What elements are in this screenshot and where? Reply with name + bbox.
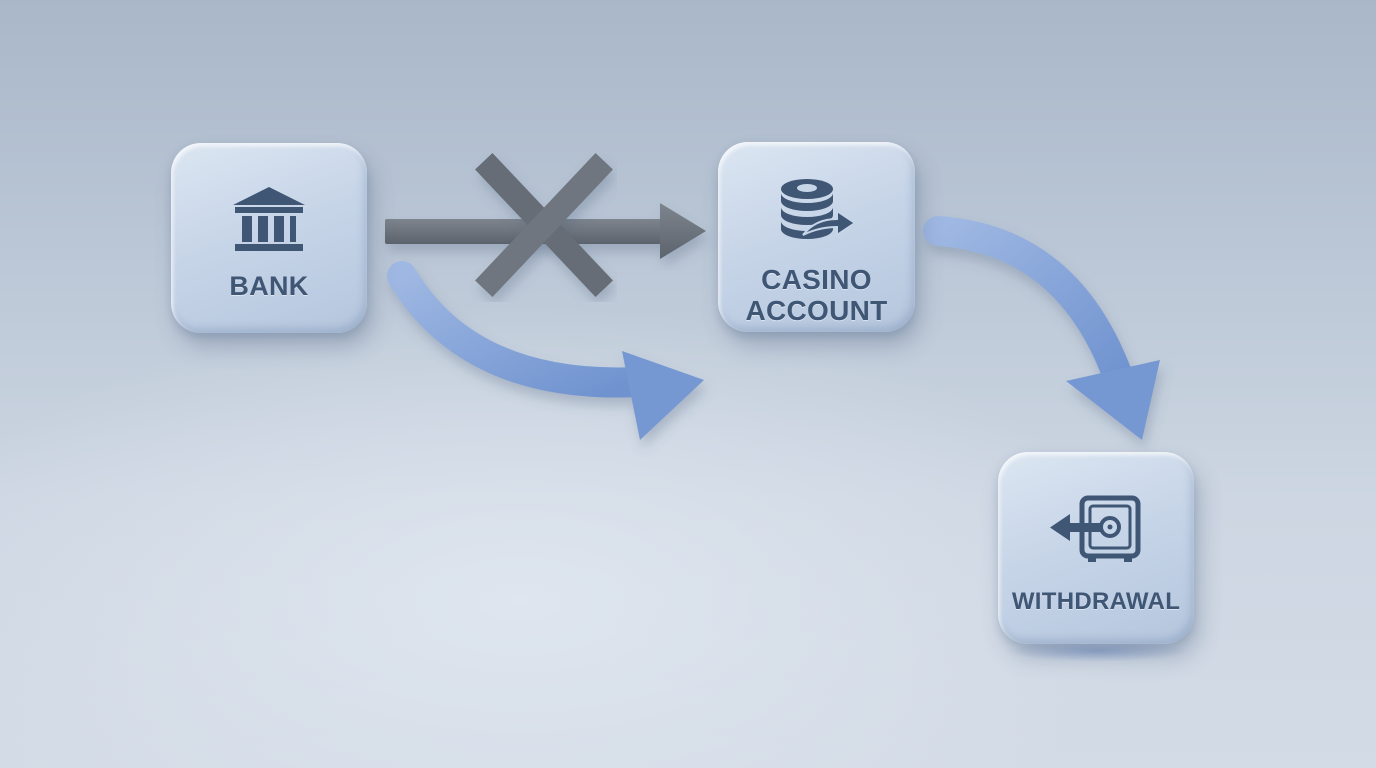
withdrawal-label: WITHDRAWAL: [1011, 588, 1181, 615]
safe-withdrawal-icon: [1050, 495, 1141, 562]
casino-label-line1: CASINO: [761, 264, 872, 295]
casino-account-node: CASINO ACCOUNT: [718, 142, 915, 332]
flow-arrow-casino-to-withdrawal: [923, 216, 1160, 440]
casino-chips-icon: [780, 179, 857, 239]
flow-arrow-bank-to-casino: [387, 261, 704, 440]
casino-label-line2: ACCOUNT: [745, 295, 888, 326]
casino-account-label: CASINO ACCOUNT: [718, 264, 915, 326]
bank-icon: [233, 187, 305, 251]
withdrawal-node: WITHDRAWAL: [998, 452, 1194, 644]
x-cross-icon: [475, 153, 613, 297]
bank-node: BANK: [171, 143, 367, 333]
withdrawal-floor-shadow: [1005, 640, 1190, 662]
bank-label: BANK: [229, 271, 309, 301]
